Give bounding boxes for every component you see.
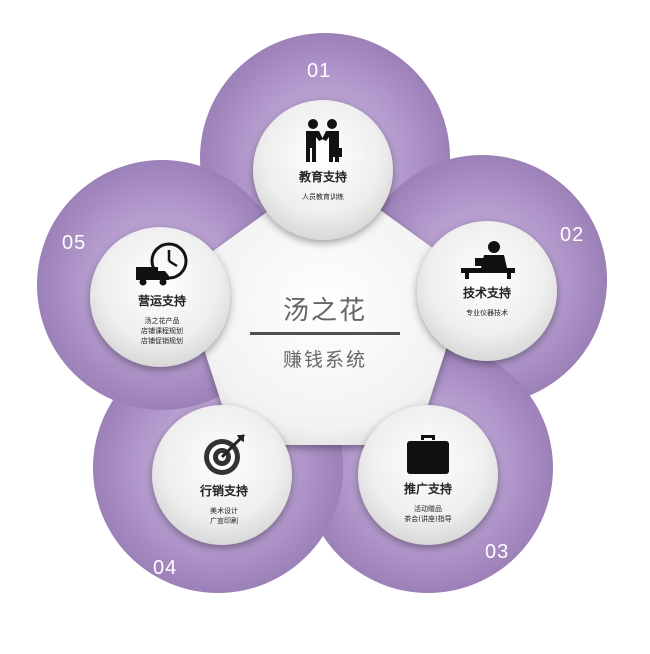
node-circle-05 bbox=[90, 227, 230, 367]
briefcase-icon bbox=[407, 435, 449, 474]
delivery-truck-clock-icon bbox=[136, 242, 188, 286]
node-05: 营运支持 汤之花产品 店铺课程规划 店铺促销规划 bbox=[87, 242, 237, 346]
node-02-line-1: 专业仪器技术 bbox=[466, 309, 508, 317]
node-circle-01 bbox=[253, 100, 393, 240]
handshake-icon bbox=[306, 119, 342, 162]
node-01-title: 教育支持 bbox=[298, 170, 347, 184]
node-03-title: 推广支持 bbox=[403, 482, 452, 496]
node-02-title: 技术支持 bbox=[462, 286, 511, 300]
node-05-title: 营运支持 bbox=[137, 294, 186, 308]
petal-number-05: 05 bbox=[62, 232, 87, 254]
node-03: 推广支持 活动赠品 茶会(讲座)指导 bbox=[353, 432, 503, 524]
petal-number-01: 01 bbox=[307, 60, 332, 82]
node-05-line-1: 汤之花产品 bbox=[144, 317, 180, 325]
center-subtitle: 赚钱系统 bbox=[282, 349, 367, 371]
node-05-line-2: 店铺课程规划 bbox=[141, 327, 183, 335]
node-02: 技术支持 专业仪器技术 bbox=[412, 240, 562, 318]
node-04-line-1: 美术设计 bbox=[210, 507, 238, 515]
technician-desk-icon bbox=[461, 241, 515, 279]
node-03-line-2: 茶会(讲座)指导 bbox=[404, 515, 452, 523]
node-04-line-2: 广宣印刷 bbox=[210, 517, 238, 525]
node-05-line-3: 店铺促销规划 bbox=[141, 337, 183, 345]
node-03-line-1: 活动赠品 bbox=[414, 505, 442, 513]
node-01: 教育支持 人员教育训练 bbox=[248, 118, 398, 202]
node-04-title: 行销支持 bbox=[199, 484, 248, 498]
node-04: 行销支持 美术设计 广宣印刷 bbox=[149, 432, 299, 526]
petal-number-04: 04 bbox=[153, 557, 178, 579]
node-circle-02 bbox=[417, 221, 557, 361]
node-01-line-1: 人员教育训练 bbox=[302, 193, 344, 201]
center-pentagon bbox=[180, 170, 470, 445]
node-circle-03 bbox=[358, 405, 498, 545]
target-icon bbox=[204, 434, 245, 475]
center-title: 汤之花 bbox=[282, 296, 367, 326]
petal-number-02: 02 bbox=[560, 224, 585, 246]
petal-number-03: 03 bbox=[485, 541, 510, 563]
center-divider bbox=[250, 332, 400, 335]
